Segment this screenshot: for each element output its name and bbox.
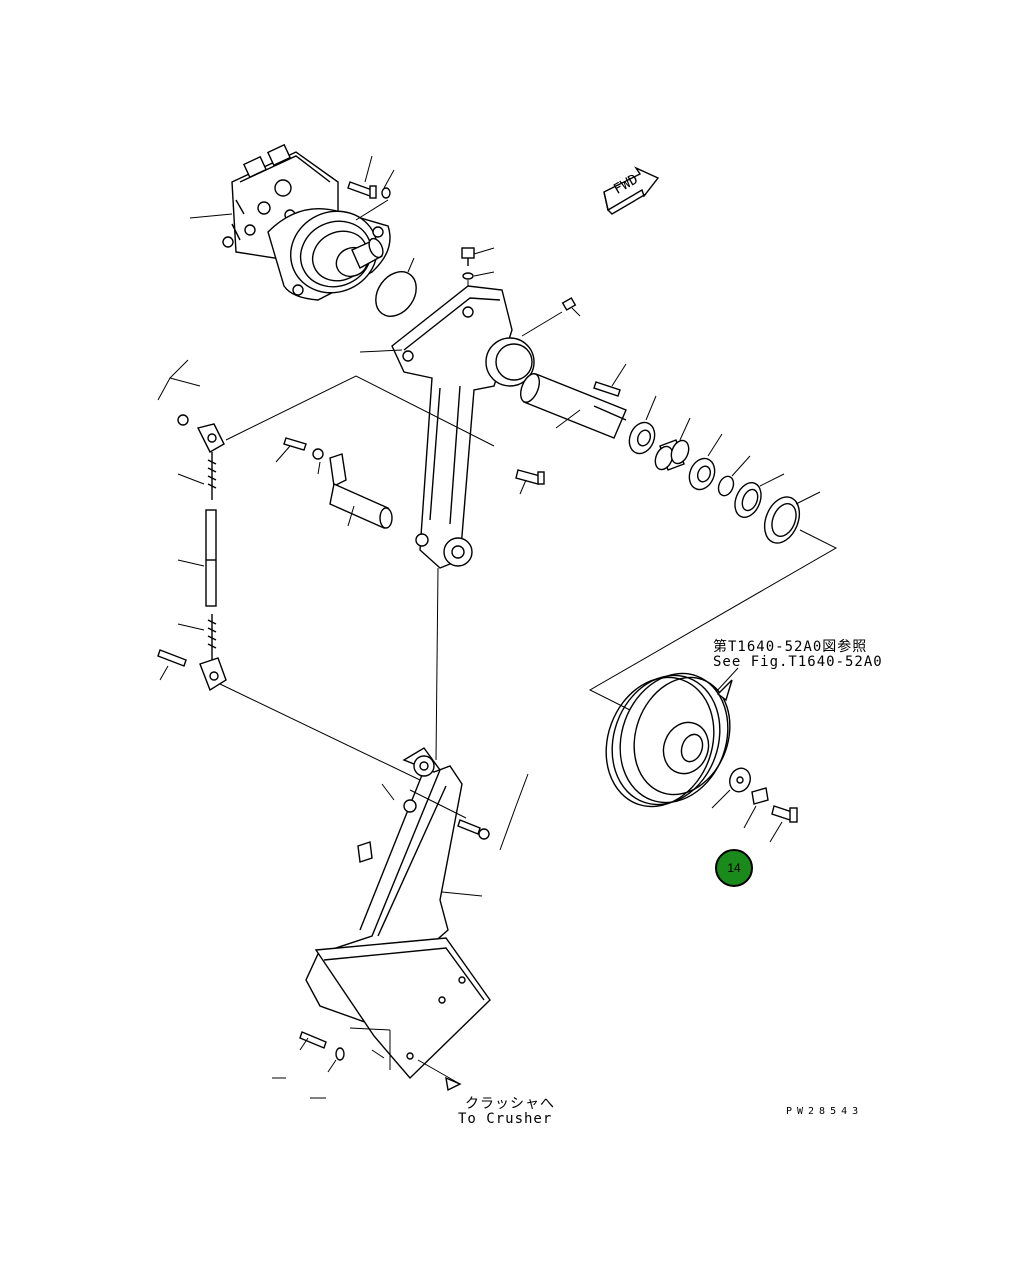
spacer-collar (654, 417, 691, 471)
pulley-washer-bolt (711, 767, 798, 843)
oil-seal (734, 473, 785, 518)
roller-bearing (688, 433, 723, 491)
arm-bolt (515, 469, 545, 495)
hydraulic-motor (189, 143, 391, 301)
motor-bolt (347, 155, 395, 221)
grease-fitting (561, 297, 581, 317)
lever-bolt (272, 773, 529, 1099)
crank-shaft (519, 363, 627, 439)
upper-bolt (461, 247, 495, 308)
o-ring (375, 257, 417, 317)
bearing-nut (628, 395, 657, 455)
to-crusher-english: To Crusher (458, 1111, 553, 1127)
connecting-pin (275, 437, 393, 529)
see-figure-japanese: 第T1640-52A0図参照 (713, 639, 868, 655)
crusher-lever (305, 747, 491, 1092)
assembly-guide-lines (219, 375, 838, 819)
drawing-number: PW28543 (786, 1106, 864, 1117)
see-figure-english: See Fig.T1640-52A0 (713, 654, 883, 670)
v-belt-pulley (605, 667, 739, 808)
turnbuckle-rod (157, 359, 227, 692)
part-callout-badge[interactable]: 14 (715, 849, 753, 887)
forward-direction-arrow (603, 166, 660, 215)
pitman-arm (359, 285, 563, 569)
snap-ring (717, 455, 751, 497)
bearing-cover (763, 491, 821, 544)
to-crusher-japanese: クラッシャへ (465, 1096, 555, 1112)
